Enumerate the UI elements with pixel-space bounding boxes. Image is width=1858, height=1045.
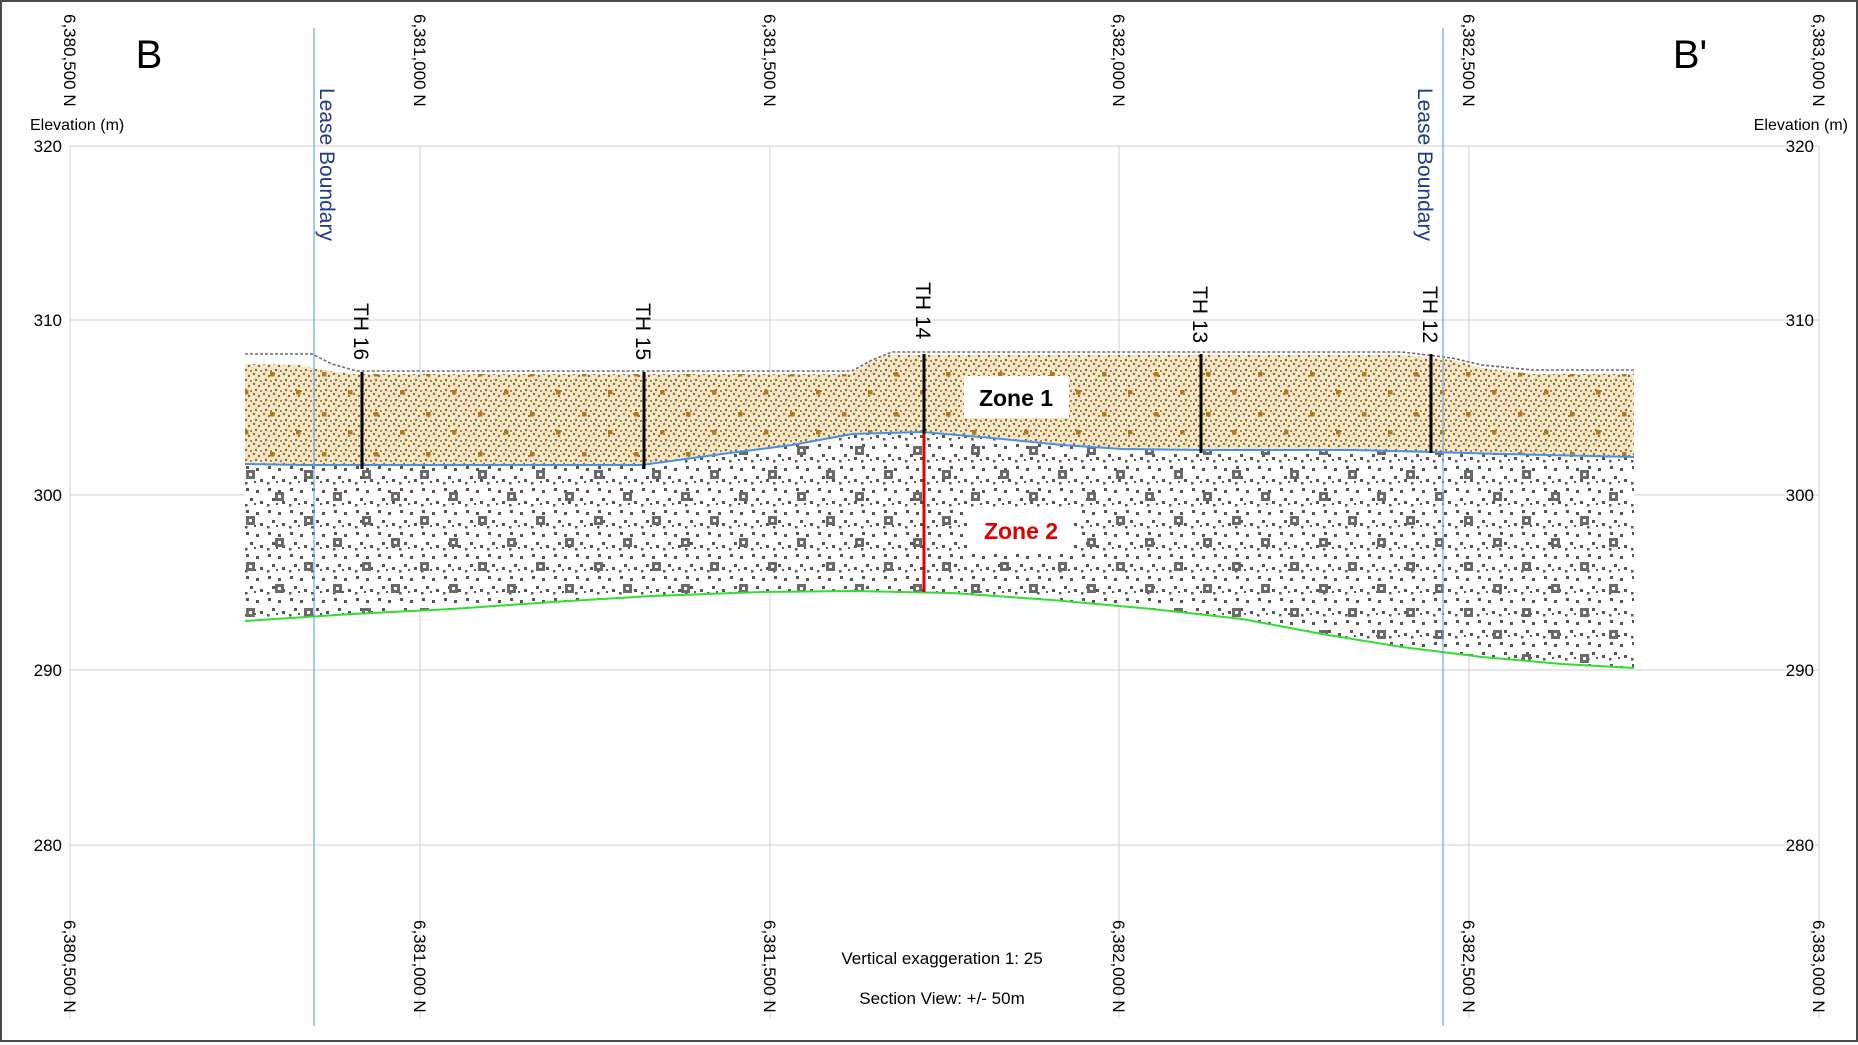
zone-1-label: Zone 1	[979, 385, 1053, 411]
test-hole-label: TH 16	[349, 303, 372, 360]
test-hole-label: TH 15	[631, 303, 654, 360]
elevation-axis-label-right: Elevation (m)	[1754, 117, 1848, 134]
elevation-tick-left: 320	[34, 137, 62, 156]
vertical-exaggeration-note: Vertical exaggeration 1: 25	[841, 949, 1042, 968]
northing-tick-bottom: 6,382,000 N	[1109, 920, 1128, 1013]
section-start-label: B	[136, 33, 163, 77]
elevation-tick-right: 310	[1786, 311, 1814, 330]
zone-2-label: Zone 2	[984, 518, 1058, 544]
northing-tick-top: 6,381,000 N	[410, 14, 429, 107]
test-holes: TH 16 TH 15 TH 14 TH 13 TH 12	[349, 282, 1441, 592]
elevation-ticks: 320 320 310 310 300 300 290 290 280 280	[34, 137, 1814, 855]
elevation-tick-right: 320	[1786, 137, 1814, 156]
lease-boundary-label: Lease Boundary	[1413, 88, 1436, 241]
northing-tick-top: 6,381,500 N	[760, 14, 779, 107]
northing-tick-bottom: 6,382,500 N	[1459, 920, 1478, 1013]
section-view-note: Section View: +/- 50m	[859, 989, 1025, 1008]
elevation-tick-left: 300	[34, 486, 62, 505]
elevation-tick-right: 300	[1786, 486, 1814, 505]
test-hole-label: TH 13	[1188, 286, 1211, 343]
northing-tick-bottom: 6,381,500 N	[760, 920, 779, 1013]
elevation-tick-right: 280	[1786, 836, 1814, 855]
northing-tick-top: 6,382,500 N	[1459, 14, 1478, 107]
elevation-tick-left: 290	[34, 661, 62, 680]
northing-tick-top: 6,382,000 N	[1109, 14, 1128, 107]
elevation-tick-left: 280	[34, 836, 62, 855]
lease-boundaries: Lease Boundary Lease Boundary	[313, 28, 1444, 1026]
geology-layers	[244, 351, 1635, 669]
base-line	[244, 589, 1635, 669]
zone-1-label-bg	[964, 376, 1069, 418]
northing-tick-bottom: 6,380,500 N	[60, 920, 79, 1013]
section-end-label: B'	[1673, 33, 1707, 77]
northing-ticks: 6,380,500 N 6,380,500 N 6,381,000 N 6,381,0…	[60, 14, 1828, 1013]
test-hole-label: TH 14	[911, 282, 934, 340]
zone-boundary-line	[244, 430, 1635, 466]
northing-tick-bottom: 6,383,000 N	[1809, 920, 1828, 1013]
zone-2-label-bg	[968, 510, 1074, 552]
zone-2-block-pattern	[245, 432, 1634, 668]
elevation-tick-left: 310	[34, 311, 62, 330]
elevation-axis-label-left: Elevation (m)	[30, 117, 124, 134]
elevation-tick-right: 290	[1786, 661, 1814, 680]
zone-labels: Zone 1 Zone 2	[964, 376, 1074, 552]
zone-1-block-pattern	[245, 355, 1634, 465]
northing-tick-top: 6,380,500 N	[60, 14, 79, 107]
northing-tick-top: 6,383,000 N	[1809, 14, 1828, 107]
test-hole-label: TH 12	[1418, 286, 1441, 343]
northing-tick-bottom: 6,381,000 N	[410, 920, 429, 1013]
lease-boundary-label: Lease Boundary	[315, 88, 338, 241]
ground-surface-line	[245, 351, 1634, 372]
